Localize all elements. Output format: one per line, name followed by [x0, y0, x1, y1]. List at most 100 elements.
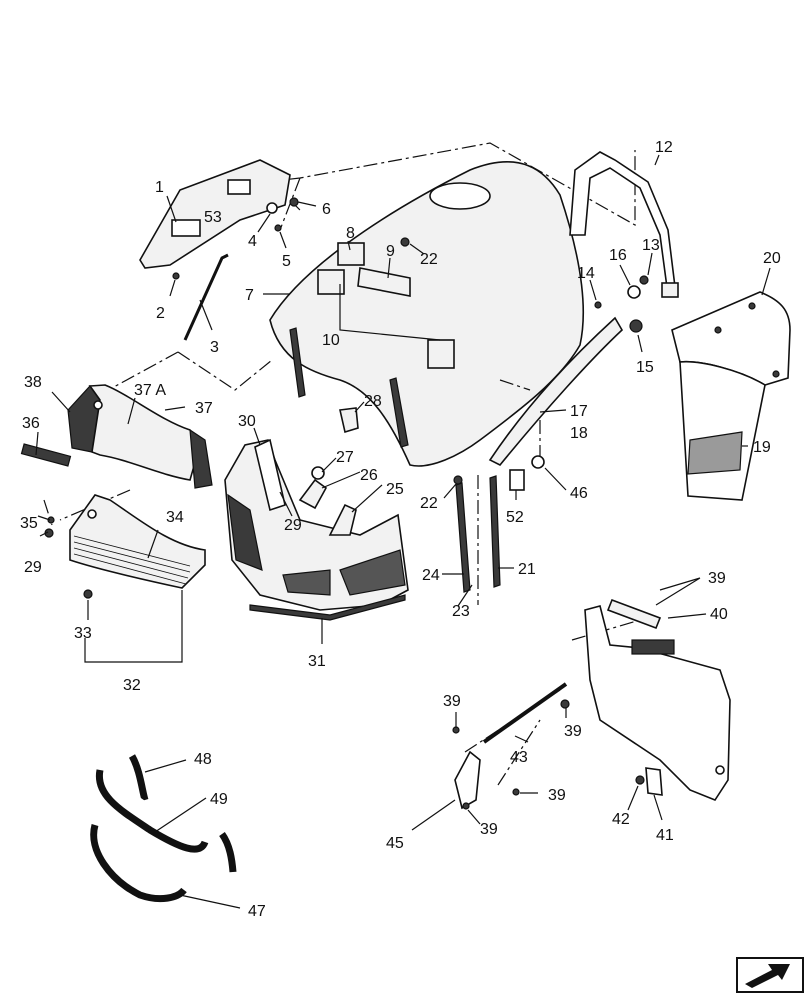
hood-part-7 [269, 161, 585, 467]
fender-part-20 [671, 291, 791, 501]
callout-35: 35 [20, 515, 38, 532]
callout-1: 1 [155, 179, 164, 196]
callout-29-left: 29 [24, 559, 42, 576]
callout-23: 23 [452, 603, 470, 620]
callout-45: 45 [386, 835, 404, 852]
frame-part-12 [569, 151, 679, 298]
bolt-part-39-d [462, 802, 470, 810]
callout-39-right: 39 [548, 787, 566, 804]
callout-47: 47 [248, 903, 266, 920]
callout-39-mid: 39 [564, 723, 582, 740]
lower-grille-part-32 [69, 494, 206, 589]
callout-19: 19 [753, 439, 771, 456]
callout-14: 14 [577, 265, 595, 282]
callout-24: 24 [422, 567, 440, 584]
callout-15: 15 [636, 359, 654, 376]
callout-38: 38 [24, 374, 42, 391]
callout-42: 42 [612, 811, 630, 828]
screw-part-2 [172, 272, 180, 280]
callout-52: 52 [506, 509, 524, 526]
callout-6: 6 [322, 201, 331, 218]
rod-part-43 [482, 682, 568, 744]
callout-40: 40 [710, 606, 728, 623]
screw-part-22 [453, 475, 463, 485]
callout-43: 43 [510, 749, 528, 766]
callout-39-top: 39 [708, 570, 726, 587]
callout-37: 37 [195, 400, 213, 417]
screen-part-36 [20, 443, 72, 467]
nut-part-15 [629, 319, 643, 333]
callout-46: 46 [570, 485, 588, 502]
next-page-arrow-icon[interactable] [736, 957, 804, 993]
seal-part-49 [95, 769, 209, 853]
rod-part-3 [183, 253, 229, 341]
callout-26: 26 [360, 467, 378, 484]
panel-part-17 [488, 316, 624, 467]
callout-48: 48 [194, 751, 212, 768]
screw-part-22-top [400, 237, 410, 247]
clip-part-35 [47, 516, 55, 524]
strip-part-21 [489, 475, 501, 588]
leader-lines [35, 154, 771, 909]
callout-25: 25 [386, 481, 404, 498]
pad-part-10b [427, 339, 455, 369]
bolt-part-5 [274, 224, 282, 232]
bracket-part-41 [645, 767, 663, 796]
callout-7: 7 [245, 287, 254, 304]
callout-49: 49 [210, 791, 228, 808]
callout-16: 16 [609, 247, 627, 264]
callout-30: 30 [238, 413, 256, 430]
callout-17: 17 [570, 403, 588, 420]
callout-3: 3 [210, 339, 219, 356]
bolt-part-39-c [512, 788, 520, 796]
bolt-part-6 [289, 197, 299, 207]
bracket-part-1 [139, 159, 291, 269]
screw-part-33 [83, 589, 93, 599]
callout-4: 4 [248, 233, 257, 250]
callout-22-lower: 22 [420, 495, 438, 512]
callout-22-top: 22 [420, 251, 438, 268]
callout-20: 20 [763, 250, 781, 267]
callout-29-mid: 29 [284, 517, 302, 534]
callout-12: 12 [655, 139, 673, 156]
seal-part-49b [219, 831, 237, 873]
seal-part-47 [90, 824, 187, 903]
bolt-part-42 [635, 775, 645, 785]
callout-41: 41 [656, 827, 674, 844]
bracket-part-25 [328, 503, 357, 536]
callout-33: 33 [74, 625, 92, 642]
bolt-part-39-a [560, 699, 570, 709]
callout-27: 27 [336, 449, 354, 466]
callout-8: 8 [346, 225, 355, 242]
callout-5: 5 [282, 253, 291, 270]
callout-21: 21 [518, 561, 536, 578]
callout-13: 13 [642, 237, 660, 254]
bracket-part-45 [454, 750, 481, 810]
decal-part-52 [509, 469, 525, 491]
callout-53: 53 [204, 209, 222, 226]
nut-part-4 [266, 202, 278, 214]
callout-28: 28 [364, 393, 382, 410]
callout-2: 2 [156, 305, 165, 322]
side-panel-assembly [584, 598, 731, 801]
pad-part-8 [337, 242, 365, 266]
nut-part-27 [311, 466, 325, 480]
callout-31: 31 [308, 653, 326, 670]
callout-39-bottom: 39 [480, 821, 498, 838]
strip-part-9 [357, 267, 411, 297]
callout-18: 18 [570, 425, 588, 442]
callout-34: 34 [166, 509, 184, 526]
callout-labels: 1 2 3 4 5 6 7 8 9 10 12 13 14 15 16 17 1… [20, 139, 781, 920]
callout-37-a: 37 A [134, 382, 166, 399]
callout-39-left: 39 [443, 693, 461, 710]
nut-part-16 [627, 285, 641, 299]
callout-9: 9 [386, 243, 395, 260]
bolt-part-14 [594, 301, 602, 309]
callout-32: 32 [123, 677, 141, 694]
seal-part-48 [128, 754, 149, 802]
strip-part-24 [455, 482, 471, 593]
decal-part-19 [687, 431, 743, 475]
clip-part-28 [339, 407, 359, 434]
